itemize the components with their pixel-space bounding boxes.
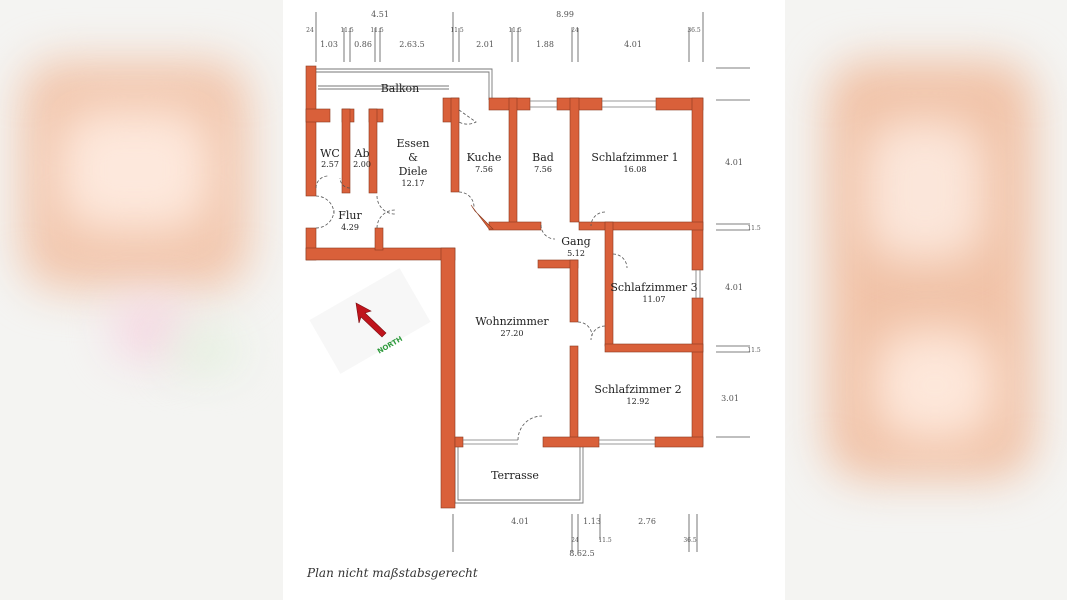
dim-small: 11.5 [340, 27, 354, 34]
dim-right: 4.01 [725, 283, 743, 292]
room-wohn-name: Wohnzimmer [475, 315, 549, 328]
room-schlaf1-area: 16.08 [624, 165, 647, 174]
dim-small: 24 [306, 27, 314, 34]
room-essen-amp: & [408, 151, 418, 164]
blurred-background-left [0, 0, 283, 600]
compass: NORTH [309, 268, 431, 374]
dim-right: 11.5 [747, 225, 761, 232]
room-bad-name: Bad [532, 151, 554, 164]
balcony-outline [316, 68, 493, 100]
dim-bottom-segment: 1.13 [583, 517, 601, 526]
dim-segment: 1.88 [536, 40, 554, 49]
room-wc-name: WC [320, 147, 340, 160]
room-essen-name: Essen [397, 137, 430, 150]
room-schlaf2-area: 12.92 [627, 397, 650, 406]
dim-top-total-1: 4.51 [371, 10, 389, 19]
scale-disclaimer: Plan nicht maßstabsgerecht [307, 566, 478, 580]
dim-small: 11.5 [370, 27, 384, 34]
room-schlaf1-name: Schlafzimmer 1 [591, 151, 678, 164]
dim-segment: 0.86 [354, 40, 372, 49]
room-kuche-area: 7.56 [475, 165, 493, 174]
blurred-background-right [785, 0, 1067, 600]
room-gang-name: Gang [561, 235, 590, 248]
room-bad-area: 7.56 [534, 165, 552, 174]
dim-small: 36.5 [683, 537, 697, 544]
dim-bottom-total: 8.62.5 [569, 549, 594, 558]
dim-bottom-segment: 2.76 [638, 517, 656, 526]
room-labels: Balkon WC 2.57 Ab 2.00 Essen & Diele 12.… [320, 82, 698, 482]
room-ab-name: Ab [354, 147, 370, 160]
dim-small: 11.5 [598, 537, 612, 544]
room-kuche-name: Kuche [467, 151, 502, 164]
dimension-labels: 4.51 8.99 24 11.5 11.5 11.5 11.5 24 36.5… [306, 10, 761, 558]
room-flur-area: 4.29 [341, 223, 359, 232]
dim-right: 11.5 [747, 347, 761, 354]
room-schlaf2-name: Schlafzimmer 2 [594, 383, 681, 396]
dim-small: 24 [571, 537, 579, 544]
dimension-lines [315, 12, 750, 552]
dim-segment: 1.03 [320, 40, 338, 49]
room-ab-area: 2.00 [353, 160, 371, 169]
door-swings [315, 109, 628, 441]
dim-small: 36.5 [687, 27, 701, 34]
room-wohn-area: 27.20 [501, 329, 524, 338]
dim-segment: 2.63.5 [399, 40, 424, 49]
walls [305, 65, 704, 509]
room-balkon: Balkon [381, 82, 420, 95]
dim-right: 3.01 [721, 394, 739, 403]
north-arrow-icon [355, 302, 387, 338]
room-essen-diele: Diele [399, 165, 428, 178]
dim-segment: 4.01 [624, 40, 642, 49]
windows [463, 100, 701, 445]
dim-bottom-segment: 4.01 [511, 517, 529, 526]
dim-small: 11.5 [450, 27, 464, 34]
dim-top-total-2: 8.99 [556, 10, 574, 19]
room-flur-name: Flur [338, 209, 362, 222]
room-schlaf3-name: Schlafzimmer 3 [610, 281, 697, 294]
dim-segment: 2.01 [476, 40, 494, 49]
room-essen-area: 12.17 [402, 179, 425, 188]
room-wc-area: 2.57 [321, 160, 339, 169]
dim-small: 11.5 [508, 27, 522, 34]
room-schlaf3-area: 11.07 [643, 295, 666, 304]
room-terrasse: Terrasse [491, 469, 539, 482]
dim-right: 4.01 [725, 158, 743, 167]
room-gang-area: 5.12 [567, 249, 585, 258]
dim-small: 24 [571, 27, 579, 34]
